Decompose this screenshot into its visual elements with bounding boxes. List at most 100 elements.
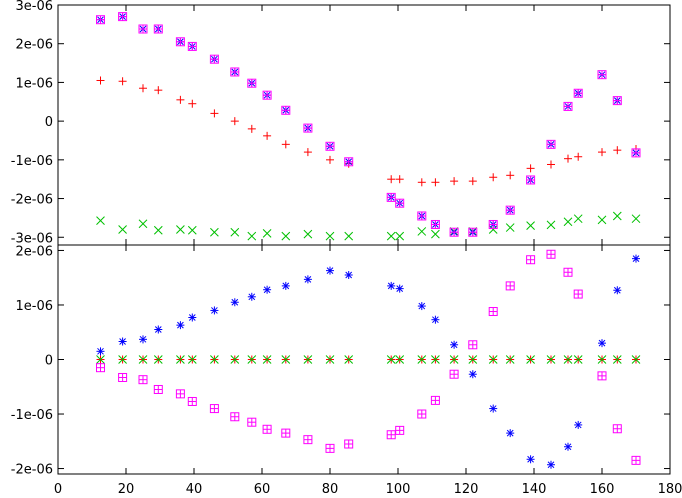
top-point-cross <box>573 214 583 224</box>
bottom-point-cross <box>431 355 440 364</box>
bottom-series-cross <box>96 355 641 364</box>
bottom-point-star <box>303 275 312 284</box>
bottom-point-cross <box>262 355 272 364</box>
bottom-point-star <box>613 286 622 295</box>
top-point-cross <box>417 227 427 236</box>
top-point-plus <box>263 131 272 140</box>
bottom-point-box <box>597 371 607 381</box>
top-point-cross <box>386 231 396 241</box>
top-point-plus <box>96 76 105 85</box>
top-point-box <box>281 105 291 115</box>
bottom-point-box <box>546 249 556 259</box>
bottom-point-cross <box>386 355 396 364</box>
top-point-cross <box>96 216 105 225</box>
top-point-box <box>344 157 354 167</box>
top-point-plus <box>574 152 583 161</box>
bottom-series-box <box>96 249 641 465</box>
bottom-point-star <box>263 285 272 294</box>
top-point-plus <box>613 146 622 155</box>
top-point-box <box>449 227 459 237</box>
top-ytick-label: 1e-06 <box>15 76 53 91</box>
top-point-plus <box>326 155 334 164</box>
bottom-point-cross <box>563 355 573 364</box>
xtick-label: 100 <box>386 482 411 497</box>
top-series-cross <box>96 211 641 241</box>
bottom-point-box <box>118 372 128 382</box>
top-point-plus <box>176 95 185 104</box>
bottom-point-star <box>230 298 239 307</box>
bottom-point-box <box>488 307 498 317</box>
bottom-point-star <box>96 347 105 356</box>
bottom-point-cross <box>281 355 291 364</box>
top-point-box <box>526 175 536 185</box>
top-point-plus <box>210 109 219 118</box>
xtick-label: 180 <box>658 482 682 497</box>
top-point-plus <box>303 148 312 157</box>
top-point-box <box>175 37 185 47</box>
bottom-point-star <box>139 335 147 344</box>
bottom-point-star <box>547 460 555 469</box>
bottom-point-cross <box>247 355 257 364</box>
bottom-series-star <box>96 254 640 469</box>
top-point-cross <box>395 231 405 241</box>
xtick-label: 60 <box>254 482 271 497</box>
top-point-plus <box>154 86 163 95</box>
bottom-point-cross <box>187 355 197 364</box>
bottom-point-cross <box>118 355 127 364</box>
top-point-cross <box>563 217 573 227</box>
top-point-box <box>118 12 128 22</box>
top-point-plus <box>188 99 197 108</box>
bottom-point-cross <box>612 355 622 364</box>
bottom-point-box <box>303 435 313 445</box>
bottom-point-star <box>210 306 219 315</box>
top-point-plus <box>468 177 477 186</box>
bottom-point-cross <box>325 355 335 364</box>
bottom-point-cross <box>210 355 219 364</box>
bottom-point-star <box>417 302 426 311</box>
bottom-point-star <box>326 266 334 275</box>
top-point-plus <box>431 178 440 187</box>
top-point-box <box>325 141 335 151</box>
bottom-point-box <box>631 455 641 465</box>
top-point-plus <box>230 117 239 126</box>
bottom-point-box <box>449 369 459 379</box>
bottom-point-star <box>598 339 606 348</box>
bottom-point-cross <box>138 355 148 364</box>
top-point-plus <box>118 77 127 86</box>
top-point-box <box>546 139 556 149</box>
xtick-label: 80 <box>322 482 339 497</box>
top-point-cross <box>631 214 641 224</box>
bottom-point-box <box>468 340 478 350</box>
bottom-point-cross <box>176 355 185 364</box>
top-point-box <box>573 88 583 98</box>
bottom-point-star <box>450 340 459 349</box>
bottom-point-star <box>632 254 640 263</box>
top-point-cross <box>176 225 185 234</box>
bottom-point-cross <box>395 355 405 364</box>
top-point-box <box>631 148 641 158</box>
top-series-box <box>96 12 641 237</box>
bottom-point-box <box>612 424 622 434</box>
bottom-point-box <box>175 389 185 399</box>
bottom-point-box <box>430 395 440 405</box>
bottom-ytick-label: -1e-06 <box>11 408 53 423</box>
top-point-cross <box>325 231 335 241</box>
bottom-point-box <box>262 424 272 434</box>
top-point-cross <box>187 225 197 235</box>
top-point-box <box>395 198 405 208</box>
top-point-box <box>187 41 197 51</box>
bottom-point-star <box>431 315 440 324</box>
top-point-cross <box>431 229 440 239</box>
bottom-point-star <box>574 420 583 429</box>
bottom-ytick-label: 2e-06 <box>15 244 53 259</box>
top-point-plus <box>281 140 290 149</box>
bottom-point-star <box>387 281 396 290</box>
bottom-point-box <box>138 375 148 385</box>
bottom-point-box <box>230 412 240 422</box>
top-point-cross <box>118 225 127 234</box>
xtick-label: 140 <box>522 482 547 497</box>
top-point-box <box>262 90 272 100</box>
xtick-label: 160 <box>590 482 615 497</box>
top-point-cross <box>210 227 219 237</box>
